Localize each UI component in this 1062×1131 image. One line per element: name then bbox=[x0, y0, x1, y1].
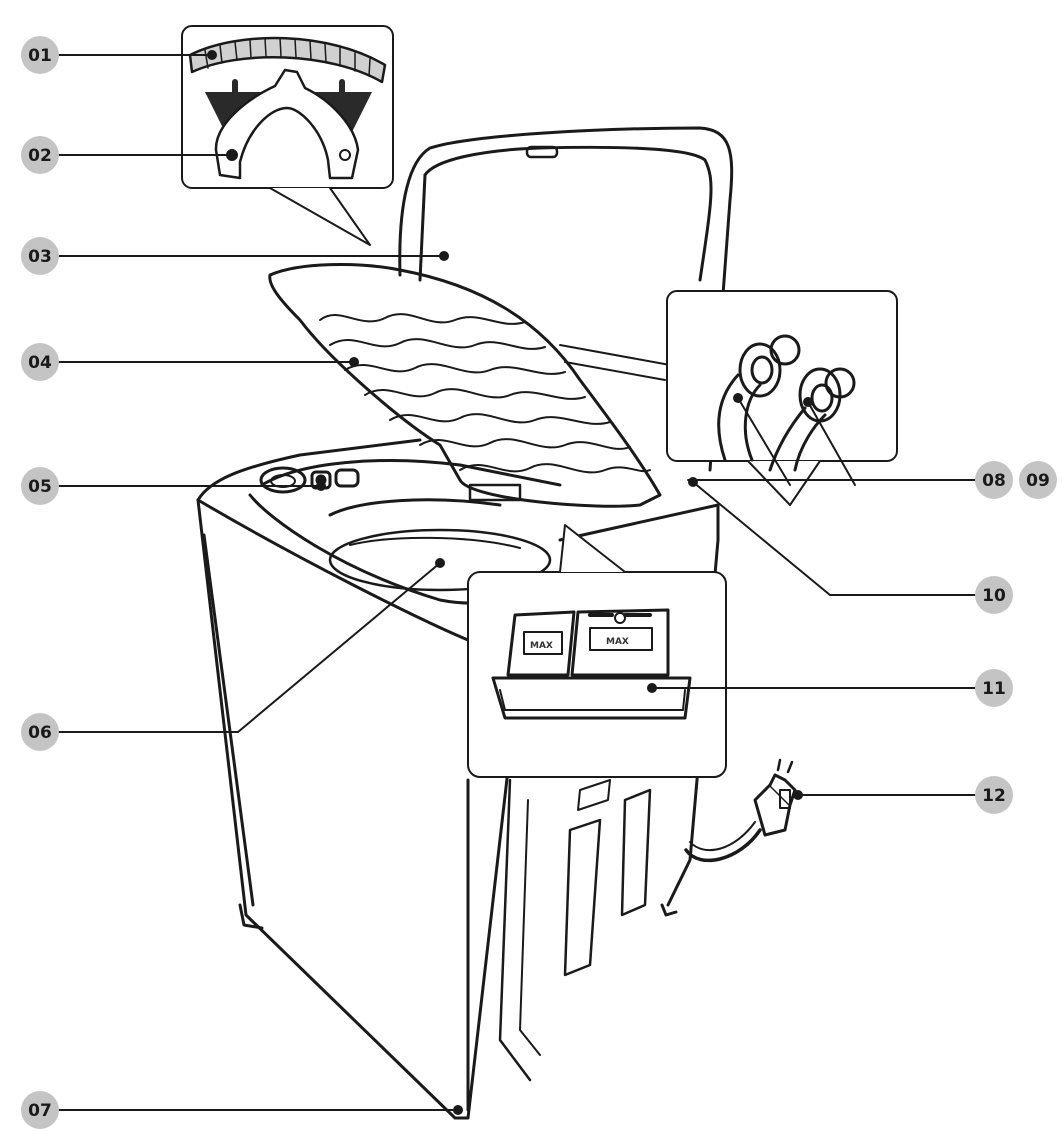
svg-text:01: 01 bbox=[28, 46, 52, 66]
leader-10 bbox=[692, 481, 976, 596]
svg-text:11: 11 bbox=[982, 679, 1006, 699]
power-plug bbox=[684, 758, 797, 863]
wave-glass-door bbox=[268, 263, 662, 508]
badge-11: 11 bbox=[975, 669, 1013, 707]
svg-text:05: 05 bbox=[28, 477, 52, 497]
svg-text:08: 08 bbox=[982, 471, 1006, 491]
svg-text:07: 07 bbox=[28, 1101, 52, 1121]
badge-10: 10 bbox=[975, 576, 1013, 614]
inset-hose-guide bbox=[181, 25, 394, 246]
badge-03: 03 bbox=[21, 237, 59, 275]
badge-04: 04 bbox=[21, 343, 59, 381]
svg-text:06: 06 bbox=[28, 723, 52, 743]
svg-text:10: 10 bbox=[982, 586, 1006, 606]
callout-badges: 01 02 03 04 05 06 07 08 bbox=[21, 36, 1057, 1129]
leader-08-09-b bbox=[737, 397, 791, 486]
lid-open bbox=[398, 126, 734, 472]
inset-water-inlets bbox=[666, 290, 898, 506]
badge-01: 01 bbox=[21, 36, 59, 74]
badge-07: 07 bbox=[21, 1091, 59, 1129]
svg-text:09: 09 bbox=[1026, 471, 1050, 491]
washer-cabinet bbox=[196, 438, 720, 1120]
leader-dots bbox=[207, 50, 813, 1115]
dispenser-max-left: MAX bbox=[530, 641, 553, 651]
leader-lines bbox=[57, 54, 976, 1111]
dispenser-max-right: MAX bbox=[606, 637, 629, 647]
svg-text:02: 02 bbox=[28, 146, 52, 166]
inset-detergent-dispenser bbox=[467, 524, 727, 778]
leader-08-09-c bbox=[807, 401, 856, 486]
badge-08: 08 bbox=[975, 461, 1013, 499]
badge-02: 02 bbox=[21, 136, 59, 174]
badge-09: 09 bbox=[1019, 461, 1057, 499]
badge-06: 06 bbox=[21, 713, 59, 751]
svg-text:12: 12 bbox=[982, 786, 1006, 806]
badge-12: 12 bbox=[975, 776, 1013, 814]
svg-text:04: 04 bbox=[28, 353, 52, 373]
svg-text:03: 03 bbox=[28, 247, 52, 267]
leader-06 bbox=[57, 562, 441, 733]
badge-05: 05 bbox=[21, 467, 59, 505]
